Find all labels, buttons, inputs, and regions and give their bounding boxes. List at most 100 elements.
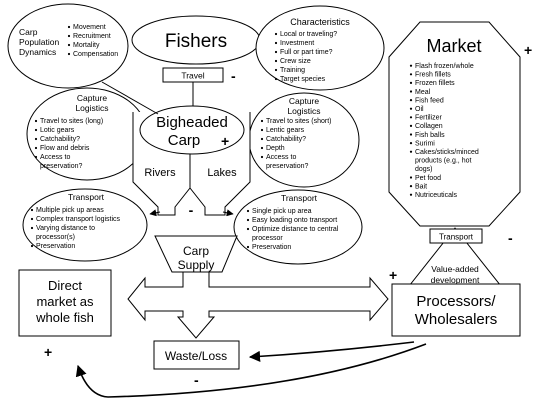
direct-market-label: market as	[36, 294, 94, 309]
capture-right-bullet: Catchability?	[266, 136, 306, 143]
market-bullet-dot	[409, 185, 413, 188]
travel-node: Travel -	[162, 67, 236, 84]
capture-left-title: Logistics	[75, 103, 108, 113]
travel-sign: -	[231, 68, 236, 84]
market-bullet-dot	[409, 107, 413, 110]
processors-sign: +	[389, 267, 397, 283]
characteristics-bullet: Local or traveling?	[280, 31, 337, 38]
market-bullet-dot	[409, 176, 413, 179]
carp-population-bullet: Mortality	[73, 42, 100, 49]
direct-market-sign: +	[44, 344, 52, 360]
lakes-label: Lakes	[207, 167, 237, 179]
carp-population-node: Carp Population Dynamics Movement Recrui…	[7, 3, 129, 89]
lakes-to-transport-arrow	[222, 209, 234, 217]
market-bullet-dot	[409, 124, 413, 127]
carp-population-line: Dynamics	[19, 47, 56, 57]
waste-loss-node: Waste/Loss -	[153, 340, 240, 388]
market-transport-sign: -	[508, 230, 513, 246]
market-bullet: products (e.g., hot	[415, 158, 471, 165]
market-bullet: Frozen fillets	[415, 80, 455, 87]
capture-left-bullet: Lotic gears	[40, 127, 75, 134]
direct-market-label: Direct	[48, 278, 82, 293]
capture-left-bullet: Travel to sites (long)	[40, 118, 103, 125]
bigheaded-carp-node: Bigheaded Carp +	[139, 105, 245, 155]
market-bullet-dot	[409, 193, 413, 196]
processors-to-waste-arrow	[248, 341, 415, 362]
market-bullet: Pet food	[415, 175, 441, 182]
transport-left-title: Transport	[68, 192, 105, 202]
capture-left-title: Capture	[77, 93, 108, 103]
transport-left-node: Transport Multiple pick up areas Complex…	[22, 188, 148, 262]
market-bullet-dot	[409, 116, 413, 119]
capture-left-bullet: Flow and debris	[40, 145, 90, 152]
funnel-sign: -	[189, 202, 194, 218]
market-bullet: Fish balls	[415, 132, 445, 139]
market-bullet-dot	[409, 133, 413, 136]
direct-market-label: whole fish	[35, 310, 94, 325]
capture-logistics-right-node: Capture Logistics Travel to sites (short…	[248, 92, 360, 188]
value-added-label: Value-added	[431, 264, 479, 274]
waste-label: Waste/Loss	[165, 349, 227, 363]
characteristics-bullet: Crew size	[280, 58, 311, 65]
block-arrow-shape	[127, 271, 389, 339]
value-added-label: development	[431, 275, 480, 285]
supply-label: Carp	[183, 244, 209, 258]
market-bullet-dot	[409, 150, 413, 153]
carp-sign: +	[221, 133, 229, 149]
transport-left-bullet: Varying distance to	[36, 225, 95, 232]
market-title: Market	[426, 36, 481, 56]
carp-population-bullet: Recruitment	[73, 33, 111, 40]
market-bullet-dot	[409, 73, 413, 76]
characteristics-bullet: Training	[280, 67, 305, 74]
carp-supply-node: Carp Supply	[154, 235, 238, 273]
transport-right-bullet: Easy loading onto transport	[252, 217, 337, 224]
capture-right-bullet: preservation?	[266, 163, 309, 170]
carp-title: Carp	[168, 132, 201, 149]
carp-title: Bigheaded	[156, 114, 228, 131]
carp-population-bullet: Movement	[73, 24, 106, 31]
travel-label: Travel	[181, 71, 204, 81]
characteristics-node: Characteristics Local or traveling? Inve…	[255, 5, 385, 91]
waste-sign: -	[194, 372, 199, 388]
capture-right-title: Capture	[289, 96, 320, 106]
market-bullet: Bait	[415, 183, 427, 190]
market-bullet: Surimi	[415, 140, 435, 147]
capture-right-bullet: Access to	[266, 154, 296, 161]
market-transport-label: Transport	[439, 233, 474, 242]
transport-left-bullet: processor(s)	[36, 234, 75, 241]
rivers-label: Rivers	[144, 167, 176, 179]
transport-left-bullet: Multiple pick up areas	[36, 207, 104, 214]
carp-population-line: Population	[19, 37, 59, 47]
market-bullet: Flash frozen/whole	[415, 63, 474, 70]
direct-market-node: Direct market as whole fish +	[18, 269, 112, 360]
market-bullet-dot	[409, 81, 413, 84]
transport-left-bullet: Complex transport logistics	[36, 216, 121, 223]
market-bullet: Fish feed	[415, 97, 444, 104]
capture-right-bullet: Depth	[266, 145, 285, 152]
market-bullet: dogs)	[415, 166, 433, 173]
market-bullet-dot	[409, 99, 413, 102]
market-transport-box	[429, 228, 483, 244]
carp-population-bullet: Compensation	[73, 51, 118, 58]
capture-left-bullet: preservation?	[40, 163, 83, 170]
processors-node: Processors/ Wholesalers +	[389, 267, 521, 337]
market-bullet: Meal	[415, 89, 431, 96]
processors-label: Wholesalers	[415, 311, 498, 328]
capture-right-bullet: Travel to sites (short)	[266, 118, 331, 125]
market-bullet: Fertilizer	[415, 115, 443, 122]
carp-population-line: Carp	[19, 27, 38, 37]
population-to-carp-line	[101, 81, 159, 115]
transport-right-bullet: Single pick up area	[252, 208, 312, 215]
supply-block-arrows	[127, 271, 389, 339]
transport-right-title: Transport	[281, 193, 318, 203]
transport-right-bullet: processor	[252, 235, 283, 242]
market-bullet-dot	[409, 90, 413, 93]
transport-right-bullet: Preservation	[252, 244, 291, 251]
market-bullet: Fresh fillets	[415, 72, 451, 79]
capture-left-bullet: Access to	[40, 154, 70, 161]
fishers-title: Fishers	[165, 31, 227, 52]
capture-right-bullet: Lentic gears	[266, 127, 305, 134]
